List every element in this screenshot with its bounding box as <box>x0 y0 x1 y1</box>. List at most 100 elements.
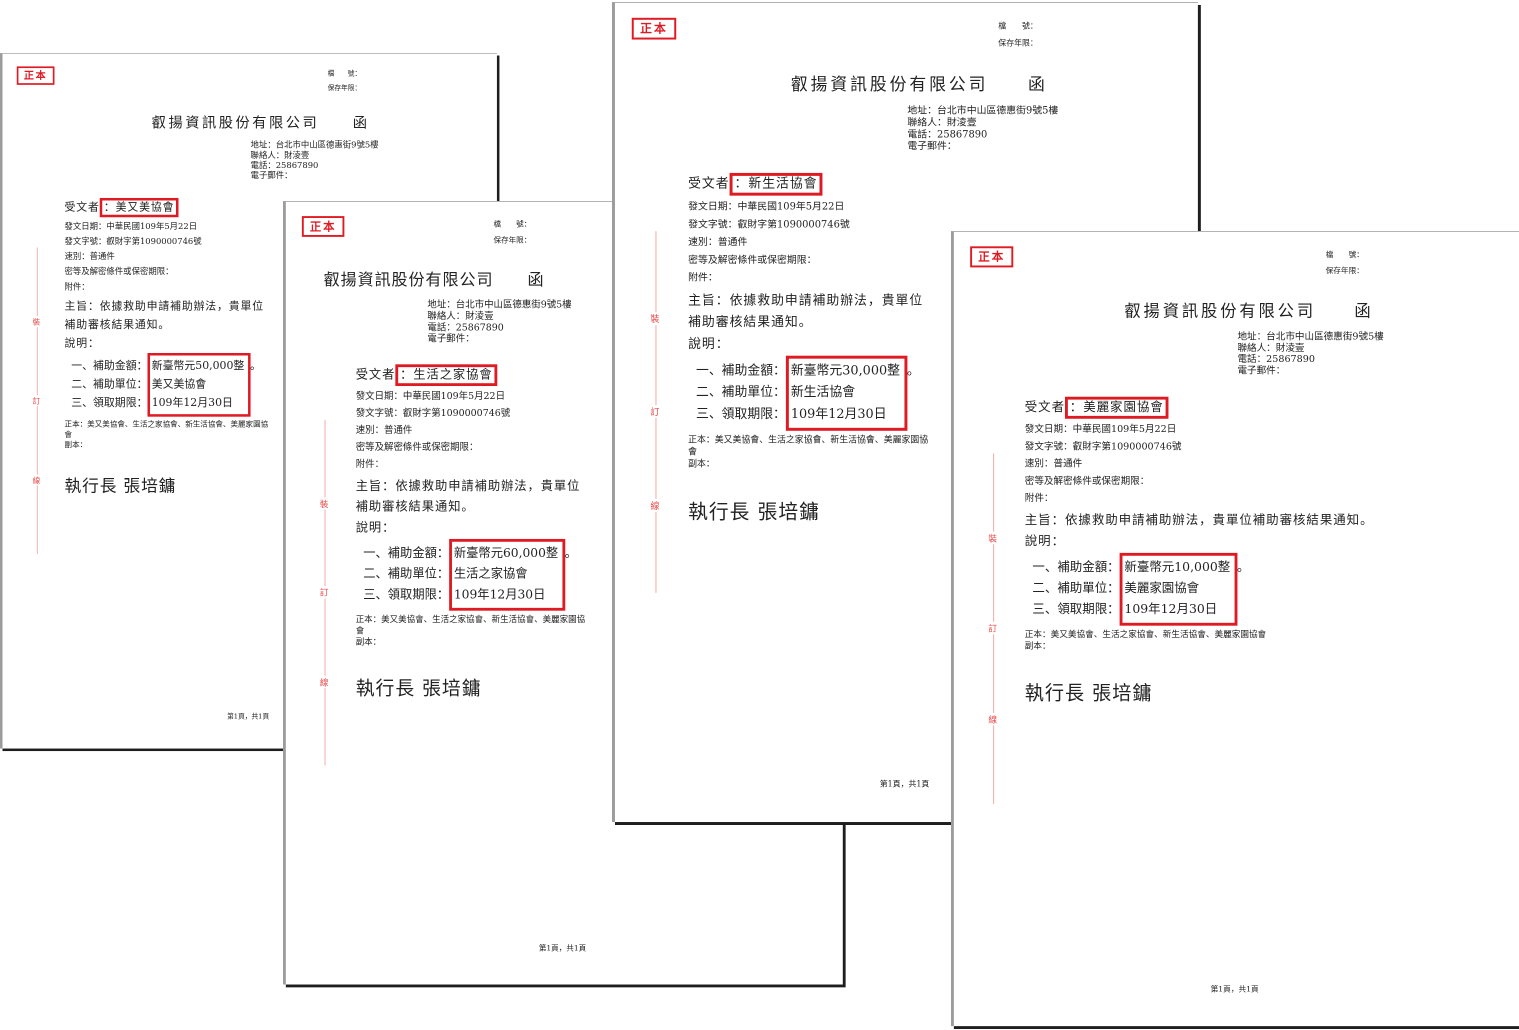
meta-attachment: 附件： <box>64 282 90 292</box>
retention-label: 保存年限： <box>493 235 532 245</box>
recipient-highlight: ：生活之家協會 <box>395 364 498 387</box>
recipient-highlight: ：新生活協會 <box>729 172 823 196</box>
original-recipients: 正本：美又美協會、生活之家協會、新生活協會、美麗家園協會 <box>688 435 929 458</box>
recipient-label: 受文者 <box>64 201 100 214</box>
letter-body: 受文者：新生活協會發文日期：中華民國109年5月22日發文字號：叡財字第1090… <box>688 172 935 525</box>
sender-address: 地址：台北市中山區德惠街9號5樓 <box>427 300 572 311</box>
binding-mark: 訂 <box>319 586 329 599</box>
explain-label: 說明： <box>355 521 396 536</box>
sender-phone: 電話：25867890 <box>250 161 319 171</box>
explain-labels: 一、補助金額：二、補助單位：三、領取期限： <box>1032 553 1119 621</box>
subject-line: 主旨：依據救助申請補助辦法，貴單位補助審核結果通知。 <box>355 479 581 515</box>
binding-mark: 裝 <box>319 497 329 510</box>
value-deadline: 109年12月30日 <box>1124 602 1218 618</box>
original-recipients: 正本：美又美協會、生活之家協會、新生活協會、美麗家園協會 <box>355 615 586 637</box>
company-name: 叡揚資訊股份有限公司 <box>790 75 989 95</box>
doc-type: 函 <box>352 115 370 132</box>
original-recipients: 正本：美又美協會、生活之家協會、新生活協會、美麗家園協會 <box>64 420 269 440</box>
meta-speed: 速別：普通件 <box>355 425 413 437</box>
amount-period: 。 <box>564 546 578 561</box>
recipient-line: 受文者：美麗家園協會 <box>1024 396 1485 420</box>
sender-address: 地址：台北市中山區德惠街9號5樓 <box>907 105 1059 117</box>
sender-address: 地址：台北市中山區德惠街9號5樓 <box>250 140 379 151</box>
copy-recipients: 副本： <box>688 459 715 470</box>
explain-labels: 一、補助金額：二、補助單位：三、領取期限： <box>696 356 786 426</box>
amount-period: 。 <box>250 359 262 373</box>
retention-label: 保存年限： <box>327 84 362 92</box>
recipient-line: 受文者：生活之家協會 <box>356 364 592 387</box>
copy-stamp: 正本 <box>631 17 677 40</box>
explain-label: 說明： <box>1024 534 1066 550</box>
binding-mark: 訂 <box>650 405 660 418</box>
explain-item3-label: 三、領取期限： <box>695 407 786 422</box>
explain-labels: 一、補助金額：二、補助單位：三、領取期限： <box>363 539 449 606</box>
doc-type: 函 <box>1027 75 1048 95</box>
value-unit: 新生活協會 <box>790 385 856 401</box>
value-amount: 新臺幣元60,000整 <box>453 546 559 561</box>
copy-stamp: 正本 <box>970 246 1014 268</box>
letter-body: 受文者：生活之家協會發文日期：中華民國109年5月22日發文字號：叡財字第109… <box>356 364 592 700</box>
sender-email: 電子郵件： <box>1237 366 1286 377</box>
recipient-label: 受文者 <box>688 176 730 192</box>
subject-line: 主旨：依據救助申請補助辦法，貴單位補助審核結果通知。 <box>1024 513 1374 528</box>
recipient-label: 受文者 <box>1024 400 1066 415</box>
subject-line: 主旨：依據救助申請補助辦法，貴單位補助審核結果通知。 <box>688 293 924 331</box>
explain-item3-label: 三、領取期限： <box>1032 602 1120 618</box>
value-amount: 新臺幣元50,000整 <box>151 359 245 373</box>
meta-doc-number: 發文字號：叡財字第1090000746號 <box>688 219 850 231</box>
meta-security: 密等及解密條件或保密期限： <box>64 267 174 277</box>
recipient-label: 受文者 <box>355 368 396 383</box>
explain-item3-label: 三、領取期限： <box>363 588 450 603</box>
binding-mark: 線 <box>988 712 997 726</box>
sender-phone: 電話：25867890 <box>1237 354 1315 366</box>
binding-mark: 訂 <box>32 394 41 406</box>
meta-date: 發文日期：中華民國109年5月22日 <box>1024 424 1177 436</box>
meta-doc-number: 發文字號：叡財字第1090000746號 <box>355 408 511 420</box>
letter-title: 叡揚資訊股份有限公司 函 <box>152 111 370 132</box>
meta-date: 發文日期：中華民國109年5月22日 <box>355 391 506 403</box>
page-footer: 第1頁，共1頁 <box>879 779 930 789</box>
value-amount: 新臺幣元10,000整 <box>1124 560 1231 575</box>
explain-item3-label: 三、領取期限： <box>71 396 148 410</box>
meta-security: 密等及解密條件或保密期限： <box>355 442 479 454</box>
meta-attachment: 附件： <box>688 272 718 284</box>
meta-doc-number: 發文字號：叡財字第1090000746號 <box>1024 441 1182 453</box>
letter-body: 受文者：美又美協會發文日期：中華民國109年5月22日發文字號：叡財字第1090… <box>64 197 275 496</box>
file-number-label: 檔 號： <box>327 69 362 78</box>
recipient-line: 受文者：美又美協會 <box>64 197 275 218</box>
meta-attachment: 附件： <box>1024 493 1054 505</box>
file-number-label: 檔 號： <box>493 219 532 229</box>
sender-email: 電子郵件： <box>250 171 293 181</box>
binding-mark: 線 <box>32 474 41 486</box>
explain-labels: 一、補助金額：二、補助單位：三、領取期限： <box>71 353 147 412</box>
value-deadline: 109年12月30日 <box>453 588 546 603</box>
binding-mark: 線 <box>319 675 329 689</box>
retention-label: 保存年限： <box>1325 266 1364 276</box>
explain-item1-label: 一、補助金額： <box>1032 560 1120 575</box>
doc-type: 函 <box>527 270 545 290</box>
title-spacer <box>319 115 353 132</box>
copy-stamp: 正本 <box>16 66 55 85</box>
explain-label: 說明： <box>688 336 730 352</box>
sender-contact: 聯絡人：財淩壹 <box>427 311 494 322</box>
meta-speed: 速別：普通件 <box>64 252 115 262</box>
title-spacer <box>988 75 1028 95</box>
binding-mark: 裝 <box>32 316 41 328</box>
page-footer: 第1頁，共1頁 <box>227 712 270 721</box>
letter-body: 受文者：美麗家園協會發文日期：中華民國109年5月22日發文字號：叡財字第109… <box>1024 396 1485 705</box>
signature: 執行長 張培鏞 <box>355 676 482 700</box>
original-recipients: 正本：美又美協會、生活之家協會、新生活協會、美麗家園協會 <box>1024 630 1267 641</box>
value-deadline: 109年12月30日 <box>151 396 233 410</box>
letter-title: 叡揚資訊股份有限公司 函 <box>791 70 1048 95</box>
binding-mark: 裝 <box>988 531 997 545</box>
company-name: 叡揚資訊股份有限公司 <box>323 270 494 290</box>
sender-email: 電子郵件： <box>427 334 475 345</box>
recipient-line: 受文者：新生活協會 <box>688 172 935 197</box>
